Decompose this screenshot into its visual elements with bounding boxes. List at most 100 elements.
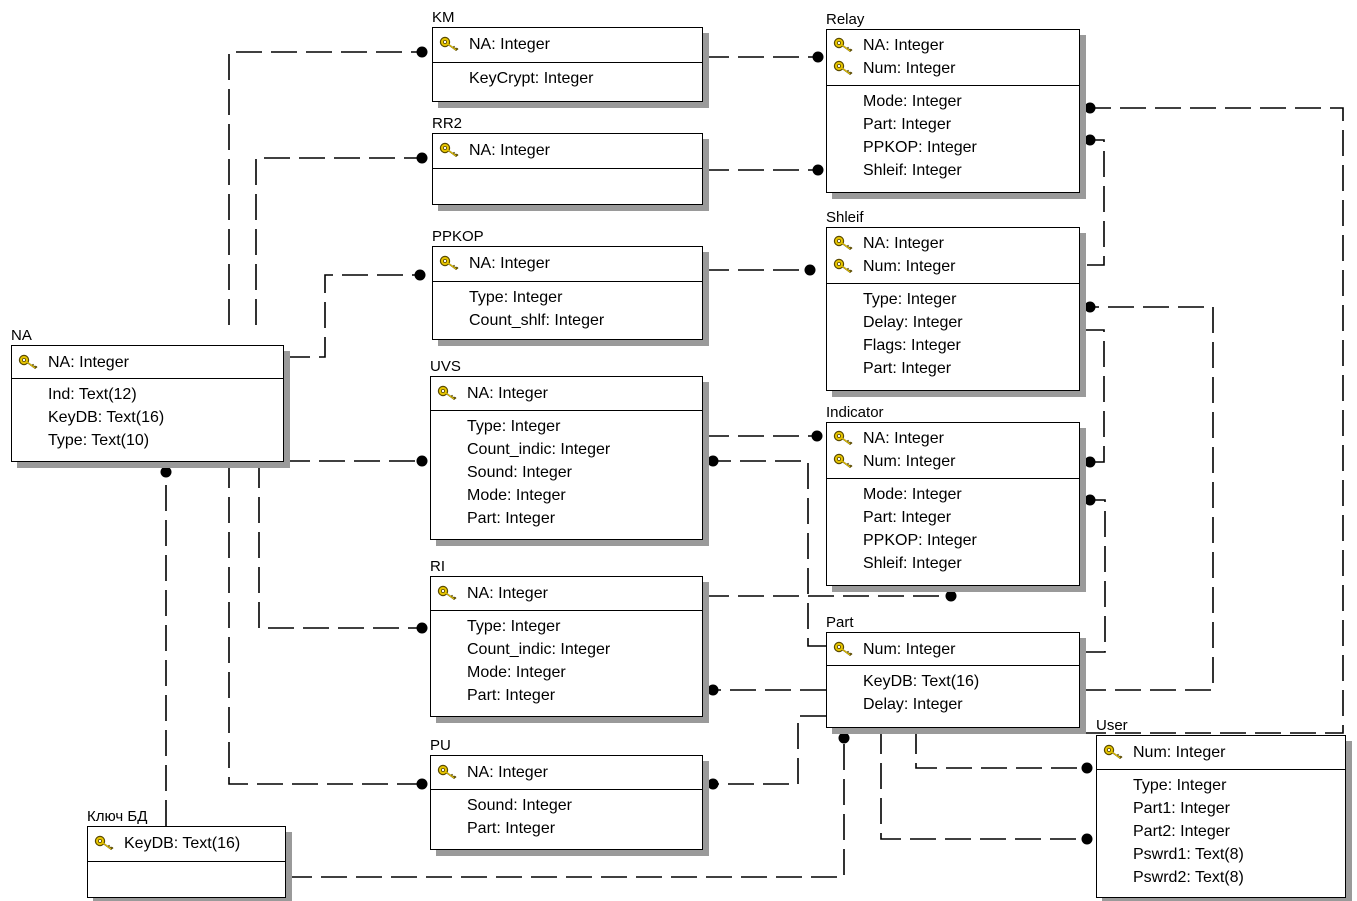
key-field-label: Num: Integer (863, 641, 956, 658)
key-field-label: Num: Integer (863, 60, 956, 77)
attribute-field: Mode: Integer (467, 487, 566, 504)
cardinality-dot (160, 466, 172, 478)
cardinality-dot (707, 684, 719, 696)
attribute-field: Type: Integer (467, 618, 561, 635)
entity-title: PPKOP (432, 228, 484, 245)
relationship-part-pu (713, 715, 826, 785)
entity-title: KM (432, 9, 455, 26)
cardinality-dot (1081, 762, 1093, 774)
attribute-field: PPKOP: Integer (863, 532, 977, 549)
key-field-label: NA: Integer (467, 585, 548, 602)
key-field-label: Num: Integer (863, 453, 956, 470)
attribute-field: Part: Integer (863, 116, 952, 133)
relationship-keydb-part (286, 738, 845, 878)
attribute-field: Count_indic: Integer (467, 641, 611, 658)
key-field: NA: Integer (433, 139, 702, 162)
key-field: NA: Integer (827, 232, 1079, 255)
attribute-field: Part: Integer (863, 509, 952, 526)
key-field-label: Num: Integer (863, 258, 956, 275)
key-icon (833, 37, 855, 54)
cardinality-dot (416, 455, 428, 467)
key-icon (439, 142, 461, 159)
key-icon (833, 235, 855, 252)
primary-key-section: NA: Integer (433, 134, 702, 169)
attribute-field: Delay: Integer (863, 314, 963, 331)
key-icon (833, 453, 855, 470)
cardinality-dot (416, 778, 428, 790)
attribute-field: KeyDB: Text(16) (48, 409, 165, 426)
cardinality-dot (707, 455, 719, 467)
key-icon (1103, 744, 1125, 761)
cardinality-dot (416, 622, 428, 634)
key-icon (18, 354, 40, 371)
relationship-na-rr2 (255, 157, 422, 325)
cardinality-dot (414, 269, 426, 281)
cardinality-dot (812, 51, 824, 63)
entity-title: Relay (826, 11, 865, 28)
entity-title: Part (826, 614, 854, 631)
relationship-part-indicator (1080, 499, 1106, 653)
attribute-section: Ind: Text(12)KeyDB: Text(16)Type: Text(1… (12, 380, 283, 452)
attribute-field: Delay: Integer (863, 696, 963, 713)
entity-title: PU (430, 737, 451, 754)
primary-key-section: NA: Integer (433, 28, 702, 63)
cardinality-dot (1084, 301, 1096, 313)
attribute-field: Type: Text(10) (48, 432, 150, 449)
primary-key-section: KeyDB: Text(16) (88, 827, 285, 862)
primary-key-section: Num: Integer (1097, 736, 1345, 770)
entity-box: NA: Integer (432, 133, 703, 205)
key-icon (833, 430, 855, 447)
entity-title: NA (11, 327, 32, 344)
cardinality-dot (416, 152, 428, 164)
key-icon (439, 255, 461, 272)
primary-key-section: Num: Integer (827, 633, 1079, 666)
primary-key-section: NA: Integer (431, 377, 702, 411)
attribute-section (433, 170, 702, 173)
key-field: Num: Integer (827, 450, 1079, 473)
entity-title: RR2 (432, 115, 463, 132)
attribute-section: KeyCrypt: Integer (433, 64, 702, 90)
cardinality-dot (1084, 494, 1096, 506)
cardinality-dot (1084, 102, 1096, 114)
key-field: Num: Integer (827, 638, 1079, 661)
primary-key-section: NA: Integer (12, 346, 283, 379)
cardinality-dot (804, 264, 816, 276)
cardinality-dot (1084, 134, 1096, 146)
primary-key-section: NA: Integer (431, 756, 702, 790)
cardinality-dot (1081, 833, 1093, 845)
key-field: NA: Integer (12, 351, 283, 374)
attribute-field: Count_shlf: Integer (469, 312, 605, 329)
key-field-label: NA: Integer (863, 235, 944, 252)
key-field-label: NA: Integer (863, 430, 944, 447)
attribute-field: Part: Integer (467, 510, 556, 527)
key-icon (437, 585, 459, 602)
relationship-na-km (228, 51, 422, 325)
attribute-field: Part: Integer (863, 360, 952, 377)
relationship-part-relay (1080, 107, 1344, 734)
relationship-part-uvs (713, 460, 826, 647)
key-icon (833, 258, 855, 275)
